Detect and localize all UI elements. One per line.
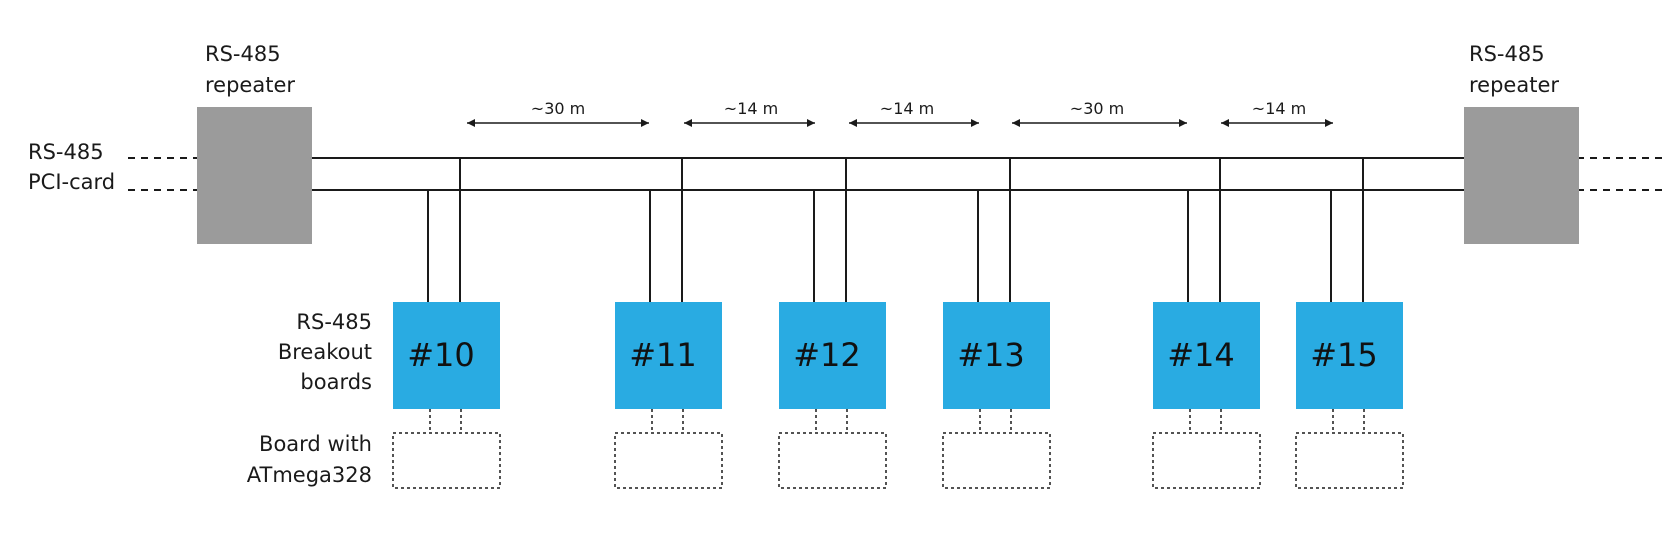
atmega-board-box	[942, 432, 1051, 489]
distance-label: ~14 m	[724, 99, 778, 118]
board-number: #14	[1167, 336, 1235, 374]
distance-label: ~30 m	[531, 99, 585, 118]
repeater-right-label-line1: RS-485	[1469, 42, 1545, 66]
board-number: #11	[629, 336, 697, 374]
breakout-label-line1: RS-485	[296, 310, 372, 334]
arrowhead-left-icon	[1221, 119, 1229, 127]
atmega-board-box	[1295, 432, 1404, 489]
atmega-board-box	[392, 432, 501, 489]
arrowhead-left-icon	[467, 119, 475, 127]
atmega-board-box	[614, 432, 723, 489]
repeater-left-box	[197, 107, 312, 244]
atmega-label-line2: ATmega328	[247, 463, 372, 487]
breakout-board-box	[393, 302, 500, 409]
arrowhead-left-icon	[684, 119, 692, 127]
board-unit: #11	[614, 158, 723, 489]
board-unit: #10	[392, 158, 501, 489]
distance-indicator: ~30 m	[1012, 99, 1187, 127]
board-number: #12	[793, 336, 861, 374]
board-unit: #15	[1295, 158, 1404, 489]
arrowhead-right-icon	[1179, 119, 1187, 127]
repeater-left-label-line1: RS-485	[205, 42, 281, 66]
distance-label: ~30 m	[1070, 99, 1124, 118]
repeater-left-label-line2: repeater	[205, 73, 295, 97]
atmega-board-box	[1152, 432, 1261, 489]
distance-indicator: ~30 m	[467, 99, 649, 127]
board-number: #13	[957, 336, 1025, 374]
distance-indicator: ~14 m	[849, 99, 979, 127]
breakout-board-box	[1296, 302, 1403, 409]
breakout-label-line2: Breakout	[278, 340, 372, 364]
atmega-label-line1: Board with	[259, 432, 372, 456]
breakout-board-box	[615, 302, 722, 409]
arrowhead-left-icon	[849, 119, 857, 127]
repeater-right-label-line2: repeater	[1469, 73, 1559, 97]
pci-card-label-line1: RS-485	[28, 140, 104, 164]
breakout-board-box	[1153, 302, 1260, 409]
distance-indicator: ~14 m	[684, 99, 815, 127]
arrowhead-right-icon	[641, 119, 649, 127]
atmega-board-box	[778, 432, 887, 489]
board-number: #15	[1310, 336, 1378, 374]
repeater-right-box	[1464, 107, 1579, 244]
breakout-label-line3: boards	[300, 370, 372, 394]
arrowhead-right-icon	[807, 119, 815, 127]
distance-label: ~14 m	[1252, 99, 1306, 118]
arrowhead-left-icon	[1012, 119, 1020, 127]
pci-card-label-line2: PCI-card	[28, 170, 115, 194]
board-unit: #12	[778, 158, 887, 489]
board-number: #10	[407, 336, 475, 374]
arrowhead-right-icon	[1325, 119, 1333, 127]
distance-label: ~14 m	[880, 99, 934, 118]
board-unit: #14	[1152, 158, 1261, 489]
board-unit: #13	[942, 158, 1051, 489]
distance-indicator: ~14 m	[1221, 99, 1333, 127]
breakout-board-box	[943, 302, 1050, 409]
breakout-board-box	[779, 302, 886, 409]
arrowhead-right-icon	[971, 119, 979, 127]
